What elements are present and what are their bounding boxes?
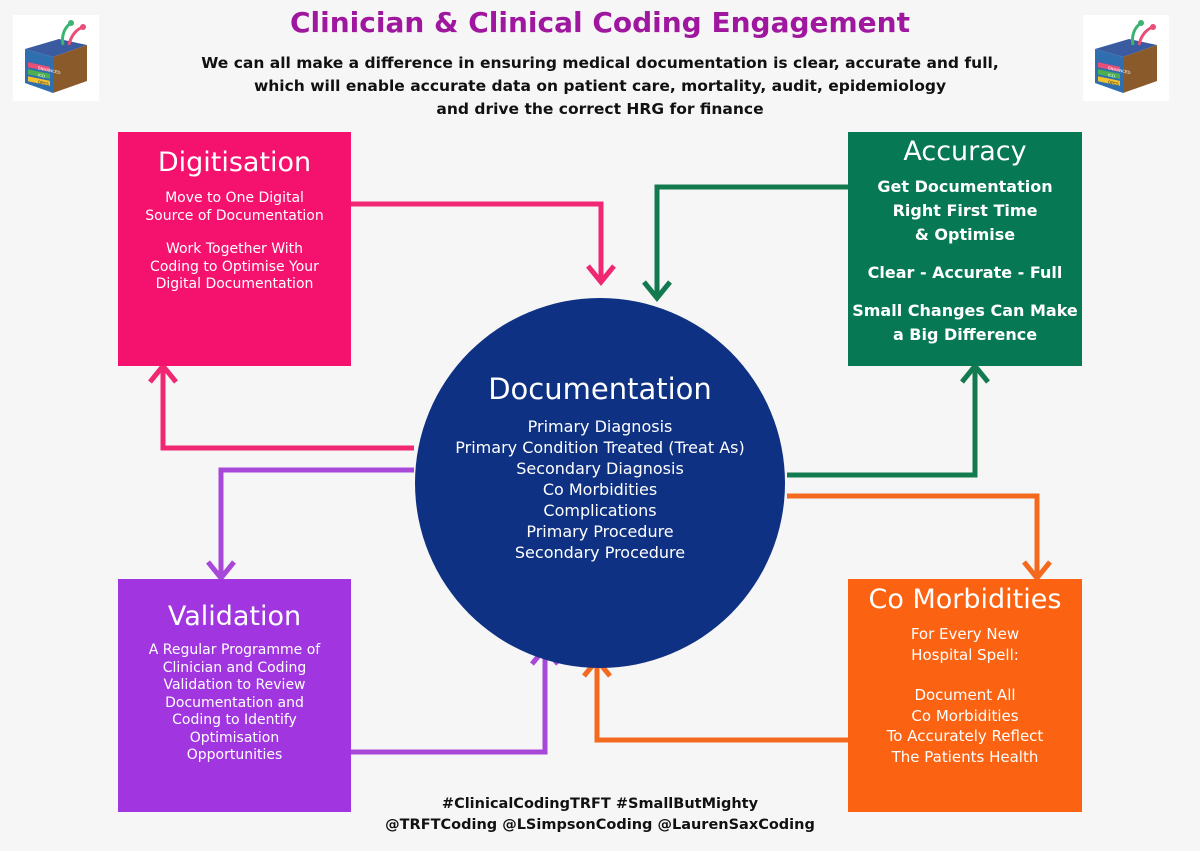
box-title: Accuracy [903, 136, 1027, 167]
subtitle: We can all make a difference in ensuring… [150, 52, 1050, 121]
subtitle-line: which will enable accurate data on patie… [253, 77, 947, 95]
logo-right: ENHANCED ICD OPCS [1083, 15, 1169, 101]
box-line: Get Documentation [877, 177, 1053, 196]
documentation-item: Complications [543, 501, 657, 520]
box-line: For Every New [910, 625, 1020, 643]
box-line: Clinician and Coding [162, 659, 307, 676]
footer-hashtags: #ClinicalCodingTRFT #SmallButMighty [441, 796, 759, 812]
circle-title: Documentation [488, 372, 712, 406]
logo-label: OPCS [38, 79, 49, 86]
box-title: Digitisation [157, 147, 312, 178]
box-line: A Regular Programme of [148, 642, 321, 658]
validation-box: Validation A Regular Programme of Clinic… [118, 579, 351, 812]
box-line: The Patients Health [891, 747, 1039, 766]
documentation-item: Primary Procedure [526, 522, 674, 541]
comorbidities-box: Co Morbidities For Every New Hospital Sp… [848, 579, 1082, 812]
box-line: Coding to Optimise Your [150, 258, 319, 275]
logo-label: OPCS [1108, 79, 1119, 86]
logo-label: ICD [38, 72, 45, 78]
logo-label: ICD [1108, 72, 1115, 78]
box-line: Co Morbidities [911, 706, 1019, 725]
box-line: Small Changes Can Make [852, 301, 1078, 320]
documentation-item: Co Morbidities [542, 480, 658, 499]
stacked-coding-books-logo-icon: ENHANCED ICD OPCS [1095, 20, 1157, 93]
documentation-item: Primary Condition Treated (Treat As) [455, 438, 745, 457]
box-line: Hospital Spell: [911, 645, 1019, 664]
subtitle-line: We can all make a difference in ensuring… [201, 54, 999, 72]
box-line: Source of Documentation [145, 207, 324, 224]
box-line: Work Together With [165, 241, 304, 257]
footer: #ClinicalCodingTRFT #SmallButMighty @TRF… [360, 794, 840, 836]
arrow-documentation-to-accuracy [787, 362, 990, 478]
arrow-documentation-to-validation [206, 467, 414, 582]
box-line: Opportunities [186, 747, 283, 763]
box-line: a Big Difference [892, 325, 1038, 344]
box-line: & Optimise [914, 225, 1016, 244]
box-line: Optimisation [189, 729, 280, 746]
logo-left: ENHANCED ICD OPCS [13, 15, 99, 101]
arrow-digitisation-to-documentation [351, 201, 616, 286]
documentation-item: Secondary Diagnosis [516, 459, 684, 478]
arrow-accuracy-to-documentation [642, 184, 848, 302]
box-line: Right First Time [892, 201, 1038, 220]
box-line: To Accurately Reflect [886, 727, 1044, 745]
accuracy-box: Accuracy Get Documentation Right First T… [848, 132, 1082, 366]
box-line: Clear - Accurate - Full [867, 263, 1063, 282]
arrow-documentation-to-comorbidities [787, 493, 1052, 582]
documentation-item: Primary Diagnosis [527, 417, 673, 436]
arrow-documentation-to-digitisation [148, 362, 414, 451]
stacked-coding-books-logo-icon: ENHANCED ICD OPCS [25, 20, 87, 93]
box-line: Document All [914, 686, 1016, 704]
box-line: Digital Documentation [155, 276, 314, 292]
box-title: Co Morbidities [868, 584, 1062, 615]
box-title: Validation [167, 601, 302, 632]
footer-handles: @TRFTCoding @LSimpsonCoding @LaurenSaxCo… [385, 817, 815, 833]
digitisation-box: Digitisation Move to One Digital Source … [118, 132, 351, 366]
documentation-item: Secondary Procedure [514, 543, 686, 562]
logo-label: ENHANCED [1108, 65, 1131, 75]
documentation-items: Primary Diagnosis Primary Condition Trea… [415, 416, 785, 563]
box-line: Coding to Identify [172, 712, 297, 728]
box-line: Validation to Review [163, 677, 306, 693]
page-title: Clinician & Clinical Coding Engagement [290, 6, 910, 39]
logo-label: ENHANCED [38, 65, 61, 75]
documentation-circle: Documentation Primary Diagnosis Primary … [415, 298, 785, 668]
arrow-comorbidities-to-documentation [582, 656, 848, 743]
box-line: Documentation and [165, 694, 304, 711]
arrow-validation-to-documentation [351, 644, 560, 755]
box-line: Move to One Digital [165, 190, 304, 206]
subtitle-line: and drive the correct HRG for finance [436, 100, 764, 118]
